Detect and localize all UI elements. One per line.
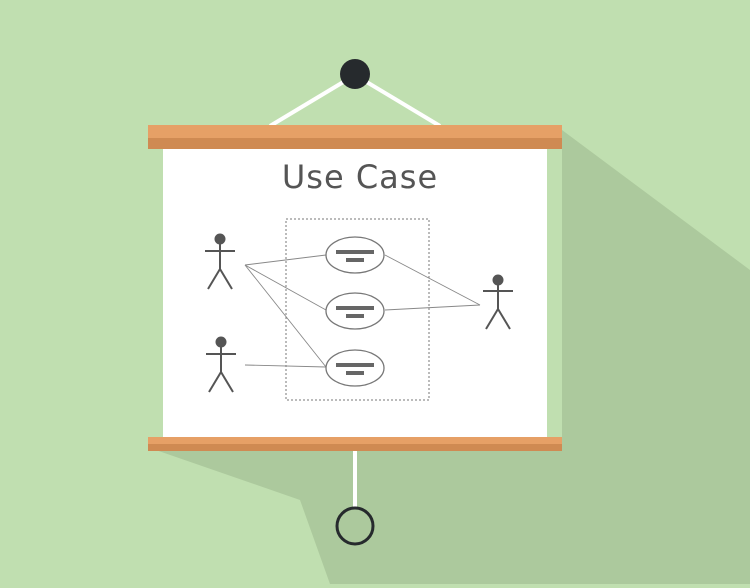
association-actor2-usecase3: [244, 364, 327, 368]
association-actor3-usecase2: [384, 304, 481, 311]
use-case-1: [325, 236, 385, 274]
actor-1: [205, 233, 235, 290]
hanging-string-left: [268, 73, 357, 128]
use-case-2: [325, 292, 385, 330]
association-actor1-usecase3: [244, 264, 327, 368]
association-actor3-usecase1: [384, 254, 481, 306]
association-lines: [244, 254, 481, 368]
association-actor1-usecase1: [244, 254, 327, 266]
actor-3: [483, 274, 513, 330]
long-shadow: [150, 130, 750, 584]
system-boundary: [285, 218, 430, 401]
actor-2: [206, 336, 236, 393]
use-case-3: [325, 349, 385, 387]
pull-ring[interactable]: [335, 506, 375, 546]
wall-hook: [340, 59, 370, 89]
hanging-string-right: [353, 73, 442, 128]
diagram-title: Use Case: [281, 158, 439, 196]
association-actor1-usecase2: [244, 264, 327, 311]
top-roller: [148, 125, 562, 149]
bottom-roller: [148, 437, 562, 451]
